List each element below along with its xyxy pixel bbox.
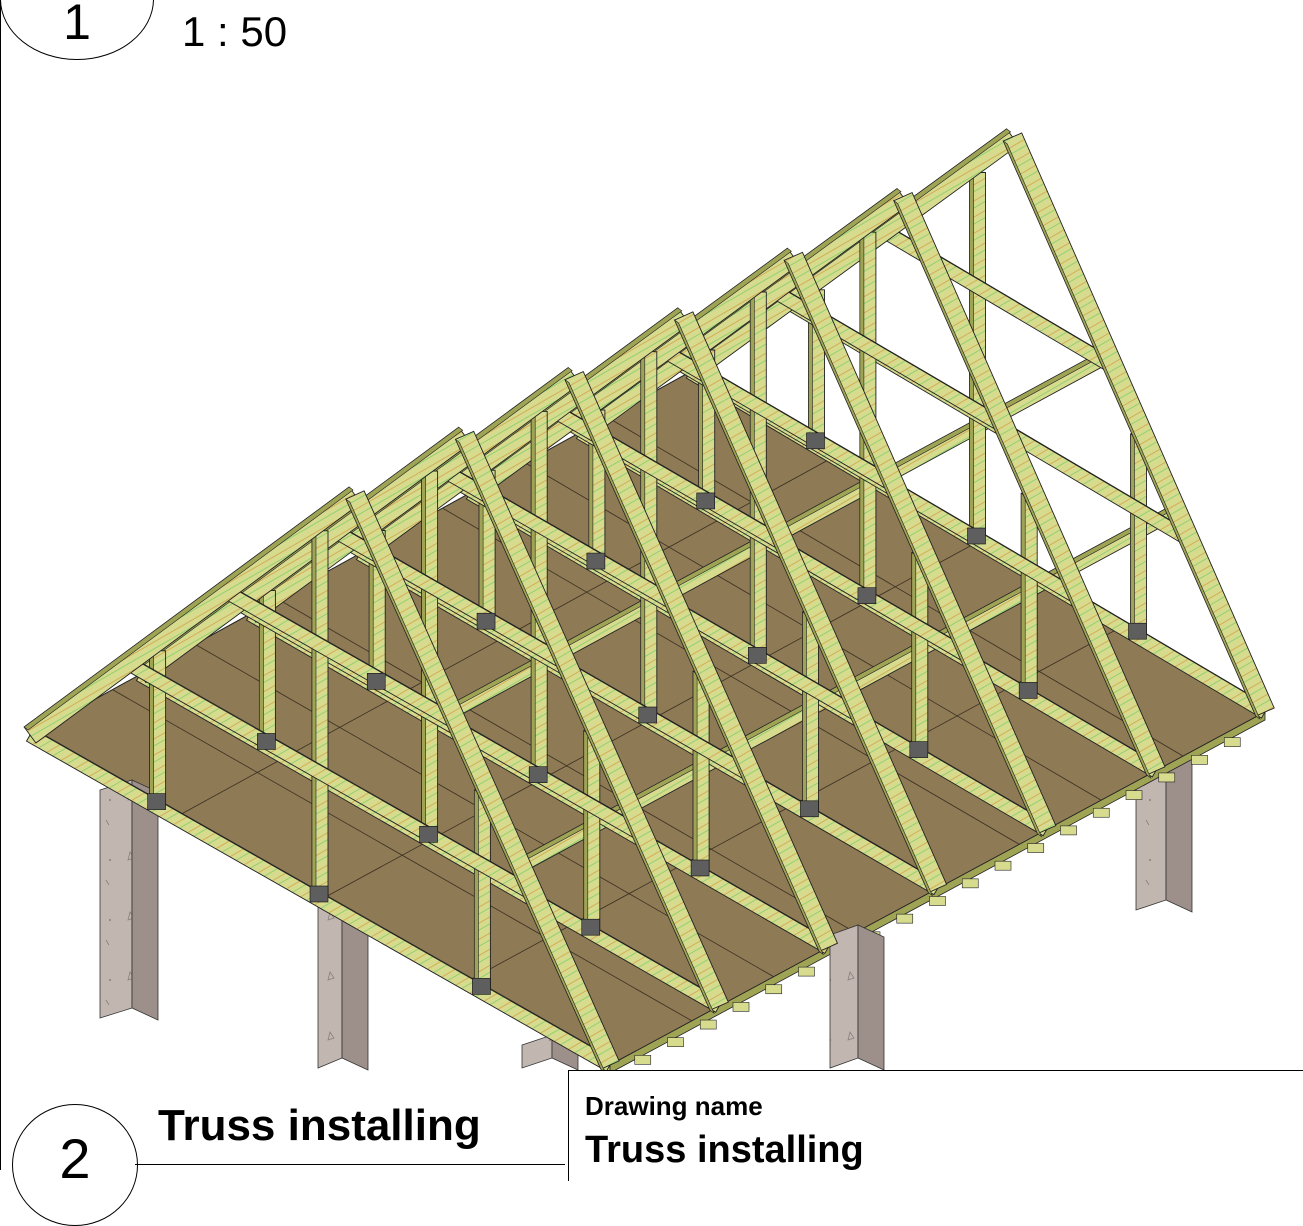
truss-7-rafter-right-edge [1002, 140, 1261, 720]
angle-bracket [806, 432, 825, 450]
truss-6-stud-edge [1020, 492, 1026, 701]
pier-front-left-side [131, 779, 159, 1021]
joist-end [765, 984, 783, 995]
joist-end [1158, 772, 1176, 783]
angle-bracket [696, 492, 715, 510]
joist-end [1191, 754, 1208, 765]
angle-bracket [528, 766, 548, 783]
angle-bracket [581, 918, 601, 936]
drawing-name-value: Truss installing [585, 1129, 864, 1171]
sheet-border-left [0, 0, 1, 1170]
angle-bracket [857, 587, 877, 604]
angle-bracket [586, 552, 606, 570]
truss-1-stud-edge [311, 530, 317, 904]
truss-1-rafter-left-edge [23, 486, 354, 731]
truss-7-stud-edge [1130, 433, 1135, 641]
truss-5-rafter-right-edge [783, 259, 1043, 838]
angle-bracket [909, 741, 929, 758]
metal-brackets [147, 432, 1147, 995]
joist-end [1223, 737, 1241, 747]
truss-1-stud-edge [474, 789, 479, 997]
title-block: Drawing name Truss installing [568, 1070, 1303, 1181]
joist-end [1060, 825, 1077, 836]
truss-6-rafter-right-edge [893, 199, 1152, 779]
pier-front-left [99, 779, 133, 1019]
angle-bracket [419, 826, 438, 843]
view-number-1: 1 [63, 0, 91, 50]
view-title: Truss installing [158, 1101, 481, 1150]
truss-4-stud-edge [802, 611, 807, 819]
pier-front-right-side [857, 924, 885, 1071]
timber-frame [23, 128, 1275, 1074]
joist-end [634, 1055, 652, 1065]
truss-3-rafter-right-edge [564, 378, 824, 956]
truss-4-rafter-right-edge [673, 319, 934, 897]
truss-5-stud-edge [911, 551, 917, 760]
view-number-2: 2 [59, 1127, 91, 1190]
angle-bracket [1128, 622, 1147, 640]
joist-end [1125, 790, 1143, 800]
angle-bracket [476, 612, 496, 630]
joist-end [929, 896, 946, 906]
angle-bracket [257, 733, 276, 750]
joist-end [732, 1002, 750, 1012]
pier-front-center [521, 1034, 553, 1069]
joist-end [1092, 807, 1110, 818]
angle-bracket [967, 527, 986, 545]
joist-end [896, 913, 914, 924]
angle-bracket [1018, 682, 1038, 699]
angle-bracket [638, 706, 658, 724]
angle-bracket [309, 885, 329, 903]
pier-back-left [317, 894, 343, 1069]
angle-bracket [748, 647, 767, 664]
joist-end [994, 860, 1012, 871]
joist-end [798, 966, 815, 977]
view-title-underline [135, 1164, 565, 1165]
joist-end [667, 1037, 684, 1047]
angle-bracket [800, 800, 819, 818]
pier-front-right [829, 924, 859, 1069]
scale-label: 1 : 50 [182, 8, 288, 55]
truss-isometric-drawing [23, 128, 1275, 1074]
joist-end [699, 1019, 717, 1030]
angle-bracket [366, 673, 386, 690]
joist-end [1027, 843, 1045, 853]
angle-bracket [472, 978, 491, 995]
drawing-name-caption: Drawing name [585, 1091, 763, 1121]
truss-2-rafter-right-edge [454, 438, 715, 1015]
truss-2-stud-edge [583, 729, 589, 937]
concrete-posts-front [99, 779, 885, 1071]
angle-bracket [147, 793, 166, 810]
view-number-circle-2: 2 [12, 1104, 138, 1226]
joist-end [961, 878, 979, 889]
angle-bracket [690, 859, 710, 877]
truss-3-stud-edge [692, 670, 698, 878]
